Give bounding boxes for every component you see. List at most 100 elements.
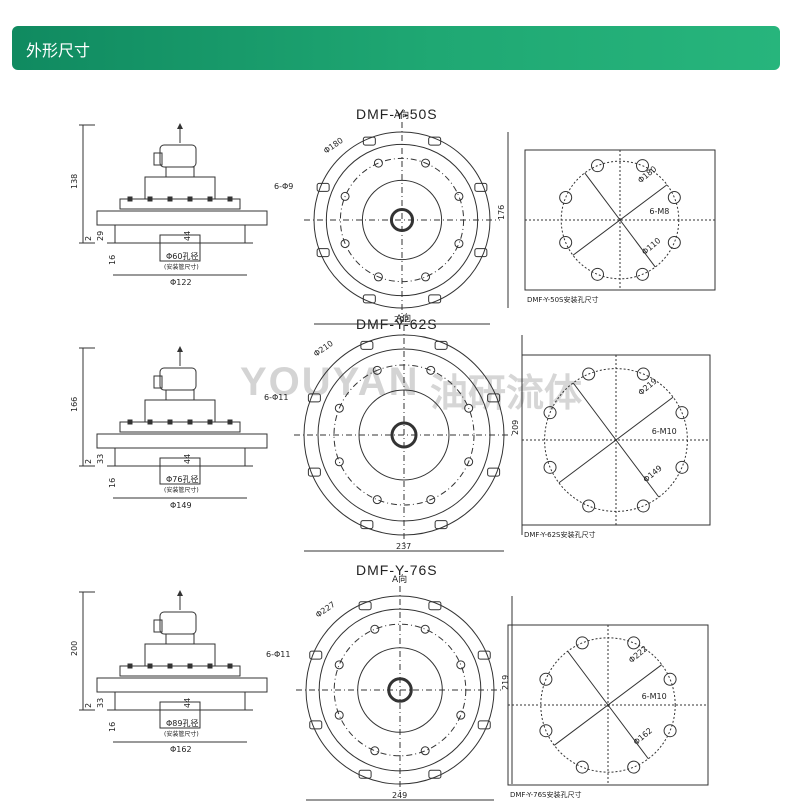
view-a-label: A向 — [394, 109, 409, 121]
mount-tab — [434, 520, 448, 530]
outlet-body — [114, 224, 246, 244]
header-title: 外形尺寸 — [26, 41, 91, 60]
valve-body — [144, 643, 216, 667]
dim-d1: 2 — [84, 459, 93, 464]
mount-tab — [428, 601, 442, 611]
arrow-a-icon — [177, 123, 183, 129]
bolt-head — [167, 419, 173, 425]
mount-hole — [667, 236, 681, 250]
dim-bolt-circle: Φ210 — [312, 339, 335, 359]
mount-hole — [543, 460, 557, 474]
bolt-head — [127, 663, 133, 669]
bolt-hole — [340, 191, 350, 201]
pilot-body — [165, 166, 195, 178]
bolt-hole — [370, 624, 380, 634]
mount-hole — [575, 636, 589, 650]
outlet-pipe — [159, 234, 201, 262]
dim-bolt-circle: Φ219 — [636, 376, 658, 397]
dim-height: 138 — [70, 174, 79, 189]
pipe-size-note: (安装管尺寸) — [164, 486, 199, 494]
dim-width: 237 — [396, 542, 411, 551]
mount-hole — [627, 760, 641, 774]
mount-hole — [590, 267, 604, 281]
mount-hole — [627, 636, 641, 650]
mount-hole — [636, 159, 650, 173]
dim-bolt-circle: Φ227 — [314, 600, 337, 620]
dim-inner: Φ149 — [641, 464, 663, 485]
bolt-hole — [426, 495, 436, 505]
solenoid-plug — [153, 619, 163, 633]
arrow-a-icon — [177, 590, 183, 596]
bolt-hole — [454, 191, 464, 201]
bolt-head — [147, 196, 153, 202]
bolt-hole — [456, 710, 466, 720]
mount-tab — [434, 340, 448, 350]
bolt-head — [187, 196, 193, 202]
mount-caption: DMF-Y-50S安装孔尺寸 — [527, 295, 598, 304]
solenoid-coil — [159, 144, 197, 168]
mount-hole — [539, 672, 553, 686]
mount-tab — [316, 182, 330, 192]
arrow-a-icon — [177, 346, 183, 352]
dim-holes: 6-Φ9 — [274, 182, 293, 191]
outlet-pipe — [159, 701, 201, 729]
dim-height: 209 — [511, 420, 520, 435]
pipe-size-label: Φ89孔径 — [166, 718, 198, 728]
tank-flange — [96, 433, 268, 449]
bolt-head — [147, 663, 153, 669]
valve-body — [144, 176, 216, 200]
dim-thread: 6-M10 — [652, 427, 677, 436]
solenoid-coil — [159, 367, 197, 391]
dim-base: Φ162 — [170, 745, 192, 754]
diaphragm-cover — [119, 198, 241, 210]
diaphragm-ring — [361, 179, 443, 261]
bolt-head — [187, 419, 193, 425]
solenoid-plug — [153, 152, 163, 166]
bolt-hole — [372, 495, 382, 505]
dim-base: Φ122 — [170, 278, 192, 287]
mount-tab — [309, 650, 323, 660]
dim-d2: 33 — [96, 698, 105, 708]
mount-tab — [358, 769, 372, 779]
mount-tab — [477, 650, 491, 660]
dim-holes: 6-Φ11 — [264, 393, 288, 402]
bolt-head — [207, 196, 213, 202]
dim-d4: 16 — [108, 478, 117, 488]
mount-bolt-circle — [544, 368, 688, 512]
mount-tab — [360, 520, 374, 530]
pipe-size-label: Φ76孔径 — [166, 474, 198, 484]
dim-width: 249 — [392, 791, 407, 800]
dim-d2: 29 — [96, 231, 105, 241]
dim-d3: 44 — [183, 231, 192, 241]
mount-tab — [307, 393, 321, 403]
mount-hole — [636, 267, 650, 281]
valve-body — [144, 399, 216, 423]
bolt-head — [127, 419, 133, 425]
mount-tab — [428, 769, 442, 779]
pilot-body — [165, 633, 195, 645]
dim-holes: 6-Φ11 — [266, 650, 290, 659]
dim-width: 202 — [394, 315, 409, 324]
pilot-body — [165, 389, 195, 401]
model-title-1: DMF-Y-50S — [356, 106, 438, 122]
mount-hole — [636, 367, 650, 381]
dim-bolt-circle: Φ180 — [322, 136, 345, 156]
bolt-hole — [454, 239, 464, 249]
mount-hole — [663, 724, 677, 738]
dim-d4: 16 — [108, 722, 117, 732]
mount-tab — [474, 182, 488, 192]
mount-hole — [582, 367, 596, 381]
bolt-head — [187, 663, 193, 669]
mount-tab — [487, 467, 501, 477]
mount-hole — [559, 190, 573, 204]
mount-tab — [316, 248, 330, 258]
bolt-hole — [340, 239, 350, 249]
bolt-hole — [334, 457, 344, 467]
mount-hole — [559, 236, 573, 250]
solenoid-plug — [153, 375, 163, 389]
dim-d1: 2 — [84, 236, 93, 241]
diaphragm-cover — [119, 421, 241, 433]
solenoid-coil — [159, 611, 197, 635]
mount-hole — [663, 672, 677, 686]
